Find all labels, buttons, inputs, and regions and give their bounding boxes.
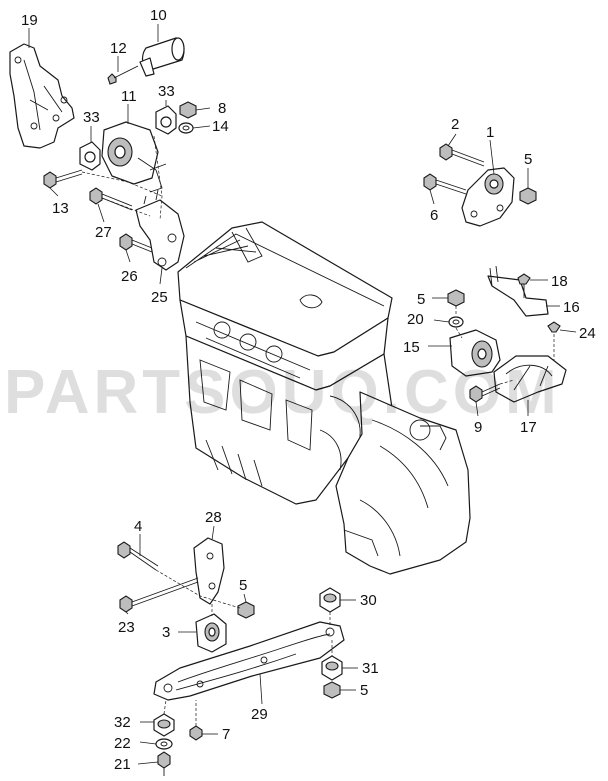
callout-10: 10 — [150, 7, 167, 24]
callout-16: 16 — [563, 299, 580, 316]
part-32-insulator — [140, 713, 175, 737]
part-23-bolt — [119, 577, 199, 615]
part-15-mount — [428, 329, 501, 377]
assembly-line-left — [81, 135, 163, 221]
part-33-left-insulator — [79, 126, 101, 171]
part-24-bolt — [547, 321, 577, 370]
callout-31: 31 — [362, 660, 379, 677]
part-9-bolt — [469, 383, 501, 417]
part-28-bracket — [193, 525, 225, 605]
callout-5-right: 5 — [417, 291, 425, 308]
callout-7: 7 — [222, 726, 230, 743]
callout-11: 11 — [121, 88, 137, 105]
callout-5-upper: 5 — [524, 151, 532, 168]
part-8-nut — [179, 101, 211, 119]
callout-24: 24 — [579, 325, 596, 342]
watermark: PARTSOUQ.COM — [4, 358, 561, 427]
part-18-bolt — [517, 273, 548, 298]
part-29-crossmember — [153, 621, 345, 705]
callout-2: 2 — [451, 116, 459, 133]
part-6-bolt — [423, 173, 467, 205]
part-22-washer — [139, 738, 173, 750]
callout-9: 9 — [474, 419, 482, 436]
part-11-mount — [101, 104, 167, 193]
callout-1: 1 — [486, 124, 494, 141]
part-17-bracket — [493, 355, 567, 416]
part-12-bolt — [107, 56, 139, 85]
callout-19: 19 — [21, 12, 38, 29]
callout-15: 15 — [403, 339, 420, 356]
part-20-washer — [433, 316, 464, 328]
callout-3: 3 — [162, 624, 170, 641]
callout-13: 13 — [52, 200, 69, 217]
part-14-washer — [178, 122, 211, 134]
callout-22: 22 — [114, 735, 131, 752]
part-1-mount — [461, 139, 515, 227]
part-7-nut — [189, 725, 218, 741]
callout-26: 26 — [121, 268, 138, 285]
callout-33-right: 33 — [158, 83, 175, 100]
callout-25: 25 — [151, 289, 168, 306]
callout-20: 20 — [407, 311, 424, 328]
callout-8: 8 — [218, 100, 226, 117]
part-13-bolt — [43, 169, 83, 197]
callout-30: 30 — [360, 592, 377, 609]
callout-17: 17 — [520, 419, 537, 436]
part-30-insulator — [319, 587, 356, 613]
callout-6: 6 — [430, 207, 438, 224]
callout-4: 4 — [134, 518, 142, 535]
callout-5-bottom: 5 — [360, 682, 368, 699]
assembly-line-lower — [155, 569, 333, 726]
part-33-right-insulator — [155, 100, 177, 135]
part-5-nut-right — [432, 289, 465, 307]
part-10-damper — [139, 24, 185, 77]
callout-28: 28 — [205, 509, 222, 526]
part-27-bolt — [89, 187, 133, 223]
callout-29: 29 — [251, 706, 268, 723]
callout-18: 18 — [551, 273, 568, 290]
part-3-mount — [178, 613, 227, 653]
callout-numbers: 19 10 12 11 33 33 8 14 13 27 26 25 2 1 5… — [21, 7, 596, 773]
part-4-bolt — [117, 534, 159, 571]
part-5-nut-upper — [519, 168, 537, 205]
part-2-bolt — [439, 133, 485, 167]
callout-14: 14 — [212, 118, 229, 135]
callout-27: 27 — [95, 224, 112, 241]
part-19-bracket — [9, 28, 75, 149]
part-26-bolt — [119, 233, 153, 263]
callout-32: 32 — [114, 714, 131, 731]
callout-12: 12 — [110, 40, 127, 57]
part-25-bracket — [135, 189, 185, 285]
callout-5-lower: 5 — [239, 577, 247, 594]
part-5-nut-bottom — [323, 681, 356, 699]
engine-assembly — [177, 221, 471, 575]
callout-23: 23 — [118, 619, 135, 636]
part-16-bracket — [487, 265, 560, 317]
part-31-insulator — [321, 655, 358, 681]
callout-21: 21 — [114, 756, 131, 773]
part-5-nut-lower — [237, 593, 255, 619]
part-21-bolt — [137, 751, 171, 776]
assembly-line-right — [455, 306, 515, 385]
callout-33-left: 33 — [83, 109, 100, 126]
